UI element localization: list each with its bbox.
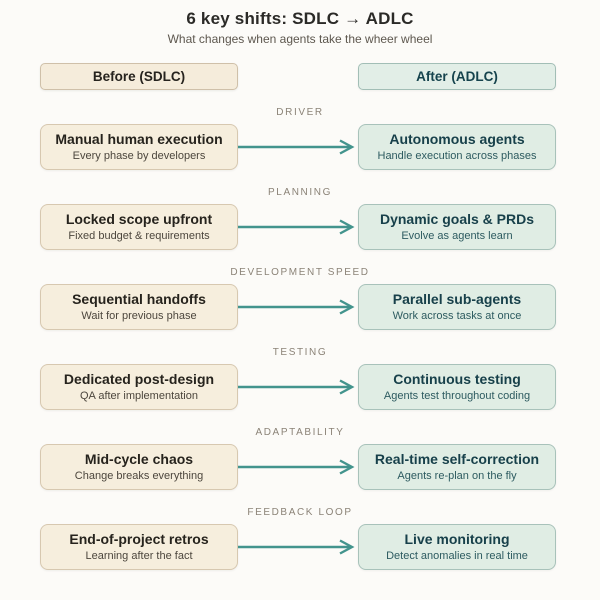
box-title: Manual human execution	[55, 131, 223, 147]
before-box: Sequential handoffs Wait for previous ph…	[40, 284, 238, 330]
before-box: Locked scope upfront Fixed budget & requ…	[40, 204, 238, 250]
box-title: Locked scope upfront	[65, 211, 213, 227]
box-subtitle: Every phase by developers	[72, 150, 206, 162]
box-subtitle: Agents test throughout coding	[383, 390, 531, 402]
category-label: DEVELOPMENT SPEED	[230, 267, 370, 278]
box-subtitle: Evolve as agents learn	[401, 230, 513, 242]
box-subtitle: Fixed budget & requirements	[68, 230, 210, 242]
shift-row-development-speed: DEVELOPMENT SPEED Sequential handoffs Wa…	[0, 267, 600, 330]
before-box: Mid-cycle chaos Change breaks everything	[40, 444, 238, 490]
category-label: TESTING	[272, 347, 328, 358]
box-subtitle: Detect anomalies in real time	[386, 550, 528, 562]
page-title: 6 key shifts: SDLC → ADLC	[186, 9, 414, 28]
shift-row-driver: DRIVER Manual human execution Every phas…	[0, 107, 600, 170]
before-column-header: Before (SDLC)	[40, 63, 238, 90]
shift-arrow-icon	[238, 217, 358, 237]
box-subtitle: Learning after the fact	[85, 550, 193, 562]
category-label: FEEDBACK LOOP	[247, 507, 353, 518]
before-box: Dedicated post-design QA after implement…	[40, 364, 238, 410]
shift-arrow-icon	[238, 537, 358, 557]
column-headers: Before (SDLC) After (ADLC)	[0, 63, 600, 90]
box-title: Continuous testing	[393, 371, 521, 387]
shift-arrow-icon	[238, 137, 358, 157]
box-subtitle: Agents re-plan on the fly	[397, 470, 517, 482]
after-box: Live monitoring Detect anomalies in real…	[358, 524, 556, 570]
shift-row-planning: PLANNING Locked scope upfront Fixed budg…	[0, 187, 600, 250]
page-subtitle: What changes when agents take the wheer …	[167, 32, 433, 46]
after-column-header: After (ADLC)	[358, 63, 556, 90]
box-title: Mid-cycle chaos	[84, 451, 194, 467]
box-subtitle: QA after implementation	[79, 390, 198, 402]
after-box: Parallel sub-agents Work across tasks at…	[358, 284, 556, 330]
before-box: Manual human execution Every phase by de…	[40, 124, 238, 170]
box-subtitle: Wait for previous phase	[81, 310, 197, 322]
shift-row-adaptability: ADAPTABILITY Mid-cycle chaos Change brea…	[0, 427, 600, 490]
shift-row-testing: TESTING Dedicated post-design QA after i…	[0, 347, 600, 410]
box-title: Autonomous agents	[389, 131, 525, 147]
box-subtitle: Change breaks everything	[74, 470, 204, 482]
after-box: Dynamic goals & PRDs Evolve as agents le…	[358, 204, 556, 250]
shift-arrow-icon	[238, 297, 358, 317]
after-box: Autonomous agents Handle execution acros…	[358, 124, 556, 170]
box-title: Live monitoring	[404, 531, 510, 547]
category-label: ADAPTABILITY	[255, 427, 345, 438]
shift-row-feedback-loop: FEEDBACK LOOP End-of-project retros Lear…	[0, 507, 600, 570]
box-subtitle: Handle execution across phases	[377, 150, 537, 162]
after-box: Real-time self-correction Agents re-plan…	[358, 444, 556, 490]
after-box: Continuous testing Agents test throughou…	[358, 364, 556, 410]
box-title: Dynamic goals & PRDs	[379, 211, 535, 227]
before-box: End-of-project retros Learning after the…	[40, 524, 238, 570]
box-title: Parallel sub-agents	[392, 291, 522, 307]
shift-arrow-icon	[238, 457, 358, 477]
category-label: DRIVER	[276, 107, 324, 118]
shift-arrow-icon	[238, 377, 358, 397]
box-subtitle: Work across tasks at once	[392, 310, 522, 322]
category-label: PLANNING	[268, 187, 332, 198]
box-title: Real-time self-correction	[374, 451, 540, 467]
box-title: End-of-project retros	[69, 531, 209, 547]
box-title: Dedicated post-design	[63, 371, 215, 387]
box-title: Sequential handoffs	[72, 291, 206, 307]
